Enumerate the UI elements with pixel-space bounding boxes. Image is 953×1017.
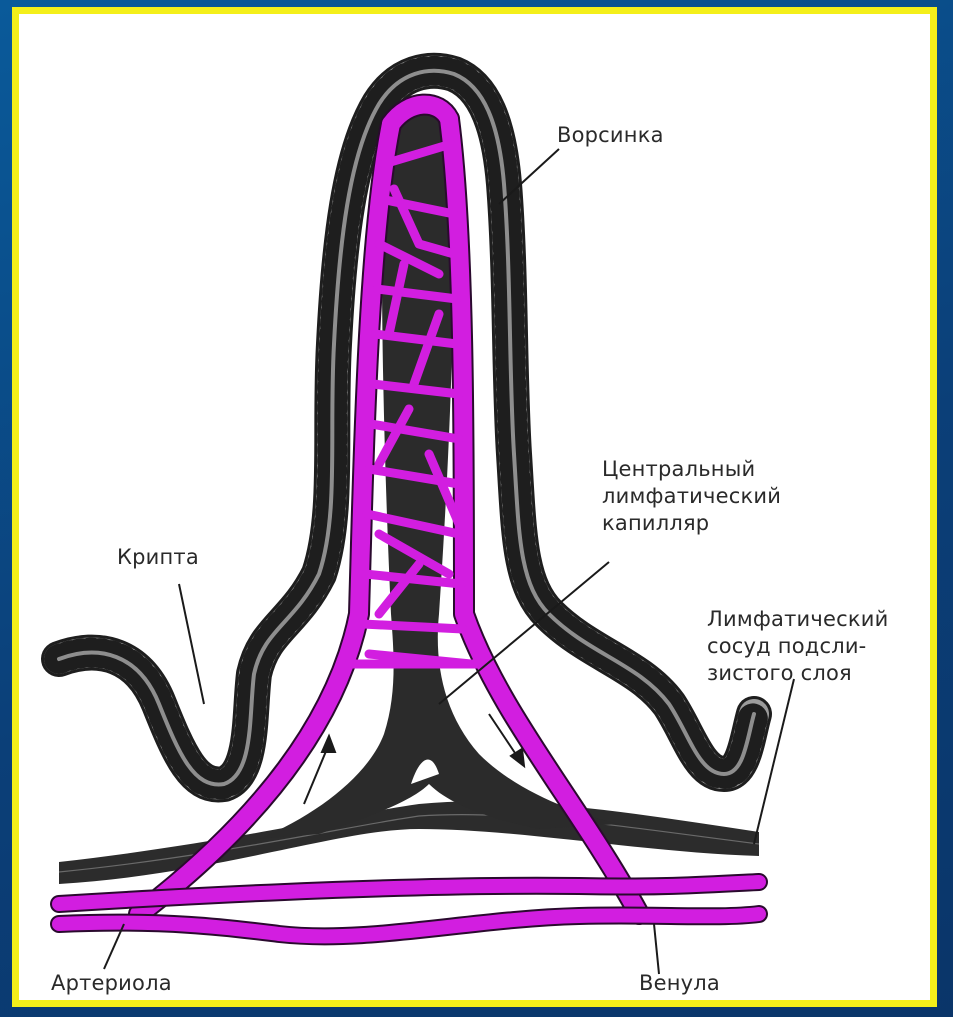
- label-crypt: Крипта: [117, 544, 199, 571]
- label-arteriole: Артериола: [51, 970, 172, 997]
- label-submucosal-lymph-vessel: Лимфатический сосуд подсли- зистого слоя: [707, 606, 888, 687]
- diagram-frame: Ворсинка Центральный лимфатический капил…: [12, 7, 937, 1007]
- submucosal-lymph-vessel: [59, 801, 759, 884]
- villus-diagram: [19, 14, 930, 1000]
- label-central-lymph-capillary: Центральный лимфатический капилляр: [602, 456, 781, 537]
- label-venule: Венула: [639, 970, 720, 997]
- label-villus: Ворсинка: [557, 122, 664, 149]
